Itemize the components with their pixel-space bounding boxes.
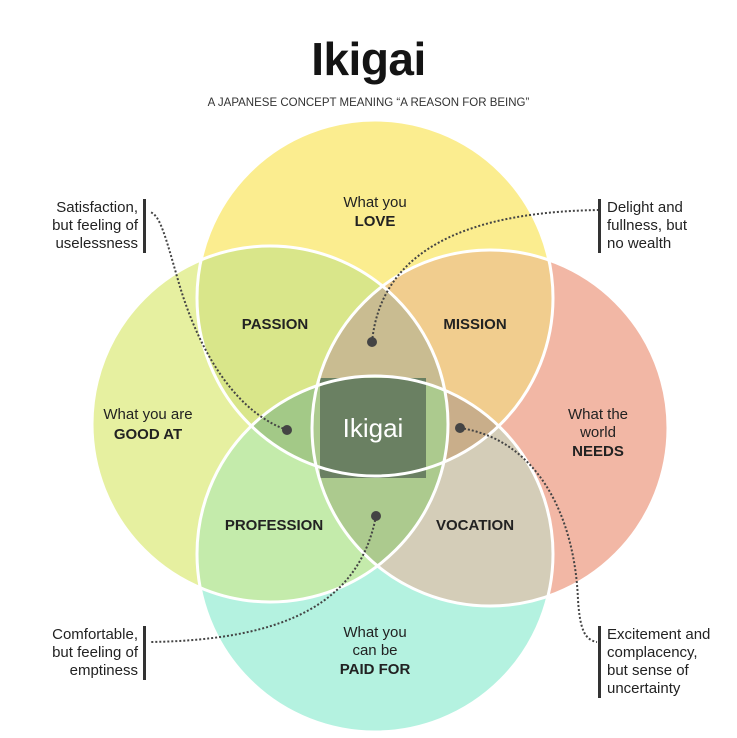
leader-profession [149,515,377,643]
annotation-profession: Comfortable, but feeling of emptiness [10,626,138,680]
annotation-profession-line3: emptiness [69,662,138,679]
love-label-line2: LOVE [355,213,396,230]
annotation-vocation-line1: Excitement and [607,626,711,643]
needs-label-line3: NEEDS [572,443,624,460]
annotation-passion-line3: uselessness [55,235,138,252]
ikigai-center-label: Ikigai [343,413,404,443]
annotation-mission-line2: fullness, but [607,217,688,234]
annotation-profession-line2: but feeling of [52,644,138,661]
dot-mission [367,337,377,347]
dot-passion [282,425,292,435]
paid-for-label-line2: can be [352,642,397,659]
dot-profession [371,511,381,521]
leader-passion [149,211,288,431]
bracket-bottom-left [143,626,146,680]
annotation-vocation-line4: uncertainty [607,680,681,697]
annotation-vocation-line3: but sense of [607,662,689,679]
passion-label: PASSION [242,316,308,333]
dot-vocation [455,423,465,433]
needs-label-line1: What the [568,406,628,423]
needs-label-line2: world [579,424,616,441]
leader-mission [371,209,601,343]
bracket-top-left [143,199,146,253]
annotation-mission-line3: no wealth [607,235,672,252]
good-at-label-line1: What you are [103,406,192,423]
mission-label: MISSION [443,316,506,333]
ikigai-center [320,378,426,478]
paid-for-label-line1: What you [343,624,406,641]
page-subtitle: A JAPANESE CONCEPT MEANING “A REASON FOR… [207,97,530,109]
annotation-profession-line1: Comfortable, [52,626,138,643]
annotation-mission-line1: Delight and [607,199,683,216]
overlap-bottom-center [312,376,448,602]
bracket-bottom-right [598,626,601,698]
good-at-label-line2: GOOD AT [114,426,182,443]
love-label-line1: What you [343,194,406,211]
annotation-passion-line1: Satisfaction, [56,199,138,216]
profession-label: PROFESSION [225,517,323,534]
annotation-mission: Delight and fullness, but no wealth [607,199,727,253]
annotation-vocation: Excitement and complacency, but sense of… [607,626,732,698]
bracket-top-right [598,199,601,253]
leader-vocation [459,427,598,643]
annotation-vocation-line2: complacency, [607,644,698,661]
annotation-passion-line2: but feeling of [52,217,138,234]
page-title: Ikigai [311,33,426,85]
overlap-top-center [312,250,448,476]
paid-for-label-line3: PAID FOR [340,661,411,678]
annotation-passion: Satisfaction, but feeling of uselessness [20,199,138,253]
vocation-label: VOCATION [436,517,514,534]
